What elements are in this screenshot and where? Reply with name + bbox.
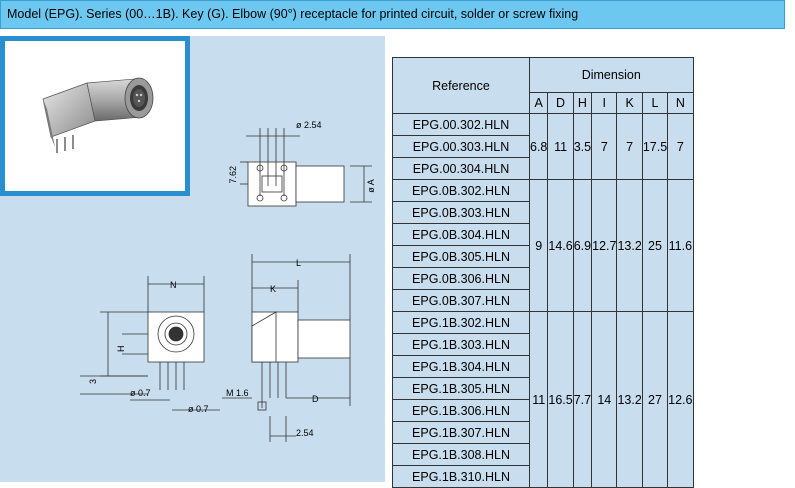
label-h: H [116,346,126,353]
column-header-a: A [528,92,549,114]
reference-cell: EPG.0B.306.HLN [392,267,530,290]
label-phi-254: ø 2.54 [296,120,322,130]
label-l: L [296,258,301,268]
table-row: EPG.0B.306.HLN [392,267,694,290]
table-row: EPG.1B.305.HLN [392,377,694,400]
side-view-drawing [222,254,351,442]
column-header-d: D [547,92,574,114]
reference-cell: EPG.0B.304.HLN [392,223,530,246]
top-view-drawing [240,128,372,207]
reference-cell: EPG.1B.303.HLN [392,333,530,356]
table-row: EPG.1B.306.HLN [392,399,694,422]
front-view-drawing [80,276,220,411]
label-n: N [170,280,177,290]
dimension-value-l: 25 [641,179,669,312]
label-k: K [270,284,276,294]
reference-cell: EPG.1B.308.HLN [392,443,530,466]
product-photo [0,36,190,196]
dimension-value-l: 27 [641,311,669,488]
dimension-value-k: 13.2 [616,179,643,312]
table-row: EPG.00.303.HLN [392,135,694,158]
label-d: D [312,394,319,404]
column-header-h: H [572,92,593,114]
dimension-value-i: 12.7 [591,179,618,312]
label-phi-a: ø A [366,179,376,193]
table-row: EPG.1B.308.HLN [392,443,694,466]
reference-cell: EPG.00.302.HLN [392,113,530,136]
reference-cell: EPG.1B.307.HLN [392,421,530,444]
dimension-value-n: 12.6 [667,311,694,488]
dimension-value-n: 11.6 [667,179,694,312]
table-row: EPG.0B.304.HLN [392,223,694,246]
dimension-value-d: 14.6 [547,179,574,312]
column-header-k: K [616,92,643,114]
reference-cell: EPG.00.304.HLN [392,157,530,180]
connector-photo-image [42,77,154,153]
dimension-table: Reference Dimension A D H I K L N EPG.00… [392,57,694,488]
dimension-value-h: 7.7 [572,311,593,488]
table-row: EPG.0B.307.HLN [392,289,694,312]
dimension-value-k: 7 [616,113,643,180]
label-phi-07-a: ø 0.7 [130,388,151,398]
dimension-value-h: 3.5 [572,113,593,180]
table-row: EPG.0B.303.HLN [392,201,694,224]
page-title: Model (EPG). Series (00…1B). Key (G). El… [7,7,579,21]
reference-cell: EPG.1B.310.HLN [392,465,530,488]
reference-cell: EPG.1B.304.HLN [392,355,530,378]
dimension-header: Dimension [529,57,694,93]
table-row: EPG.0B.305.HLN [392,245,694,268]
dimension-value-a: 9 [528,179,549,312]
dimension-value-h: 6.9 [572,179,593,312]
reference-cell: EPG.1B.305.HLN [392,377,530,400]
label-762: 7.62 [228,166,238,184]
dimension-value-i: 7 [591,113,618,180]
label-m16: M 1.6 [226,388,249,398]
reference-cell: EPG.0B.305.HLN [392,245,530,268]
column-header-n: N [667,92,694,114]
reference-header: Reference [392,57,530,114]
dimension-value-d: 11 [547,113,574,180]
dimension-value-k: 13.2 [616,311,643,488]
label-phi-07-b: ø 0.7 [188,404,209,414]
technical-drawing: ø 2.54 7.62 ø A N H 3 ø 0.7 ø 0.7 [80,120,376,442]
reference-cell: EPG.1B.302.HLN [392,311,530,334]
column-header-l: L [641,92,669,114]
title-bar: Model (EPG). Series (00…1B). Key (G). El… [0,0,785,29]
dimension-value-d: 16.5 [547,311,574,488]
dimension-value-n: 7 [667,113,694,180]
reference-cell: EPG.0B.307.HLN [392,289,530,312]
reference-cell: EPG.00.303.HLN [392,135,530,158]
label-3: 3 [88,379,98,384]
dimension-value-a: 11 [528,311,549,488]
column-header-i: I [591,92,618,114]
table-row: EPG.1B.307.HLN [392,421,694,444]
reference-cell: EPG.0B.303.HLN [392,201,530,224]
label-pitch-254: 2.54 [296,428,314,438]
dimension-value-l: 17.5 [641,113,669,180]
dimension-value-a: 6.8 [528,113,549,180]
reference-cell: EPG.1B.306.HLN [392,399,530,422]
reference-cell: EPG.0B.302.HLN [392,179,530,202]
dimension-value-i: 14 [591,311,618,488]
